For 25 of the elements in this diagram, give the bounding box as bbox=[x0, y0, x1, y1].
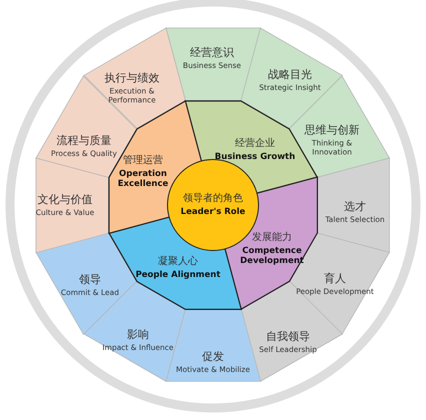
chinese-label: 自我领导 bbox=[266, 330, 310, 344]
chinese-label: 凝聚人心 bbox=[158, 256, 198, 268]
wheel-segment bbox=[317, 158, 390, 252]
english-label: People Alignment bbox=[136, 270, 220, 280]
chinese-label: 文化与价值 bbox=[37, 192, 92, 206]
chinese-label: 影响 bbox=[126, 328, 149, 342]
chinese-label: 领导 bbox=[78, 272, 101, 286]
english-label: Leader's Role bbox=[180, 206, 246, 218]
english-label: Business Growth bbox=[214, 152, 296, 162]
chinese-label: 流程与质量 bbox=[56, 134, 112, 148]
chinese-label: 育人 bbox=[324, 272, 346, 286]
chinese-label: 经营企业 bbox=[234, 138, 275, 150]
chinese-label: 战略目光 bbox=[268, 68, 312, 82]
chinese-label: 执行与绩效 bbox=[104, 71, 160, 85]
chinese-label: 经营意识 bbox=[190, 46, 234, 60]
chinese-label: 选才 bbox=[344, 200, 366, 214]
wheel-segment bbox=[84, 28, 186, 129]
chinese-label: 管理运营 bbox=[122, 154, 163, 167]
chinese-label: 领导者的角色 bbox=[183, 192, 243, 205]
wheel-segment bbox=[166, 28, 260, 101]
chinese-label: 发展能力 bbox=[252, 232, 292, 244]
chinese-label: 促发 bbox=[202, 350, 224, 364]
wheel-segment bbox=[36, 158, 109, 252]
english-label: Operation Excellence bbox=[116, 168, 170, 190]
chinese-label: 思维与创新 bbox=[304, 123, 360, 137]
